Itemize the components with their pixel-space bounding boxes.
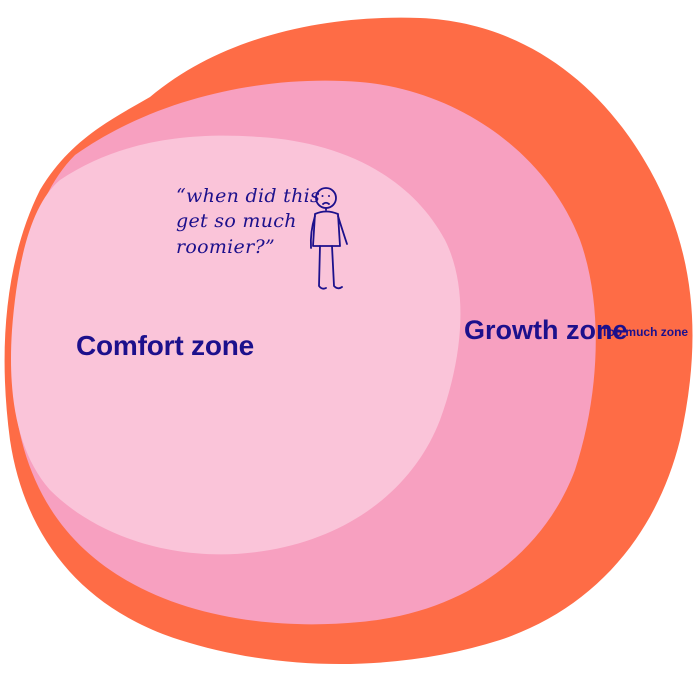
quote-text: “when did this get so much roomier?” [176, 185, 321, 258]
too-much-zone-label: Too much zone [601, 325, 689, 339]
comfort-zone-shape [10, 135, 461, 555]
growth-zone-label: Growth zone [464, 315, 628, 345]
stick-figure-icon [309, 187, 348, 290]
comfort-zone-label: Comfort zone [76, 330, 255, 361]
